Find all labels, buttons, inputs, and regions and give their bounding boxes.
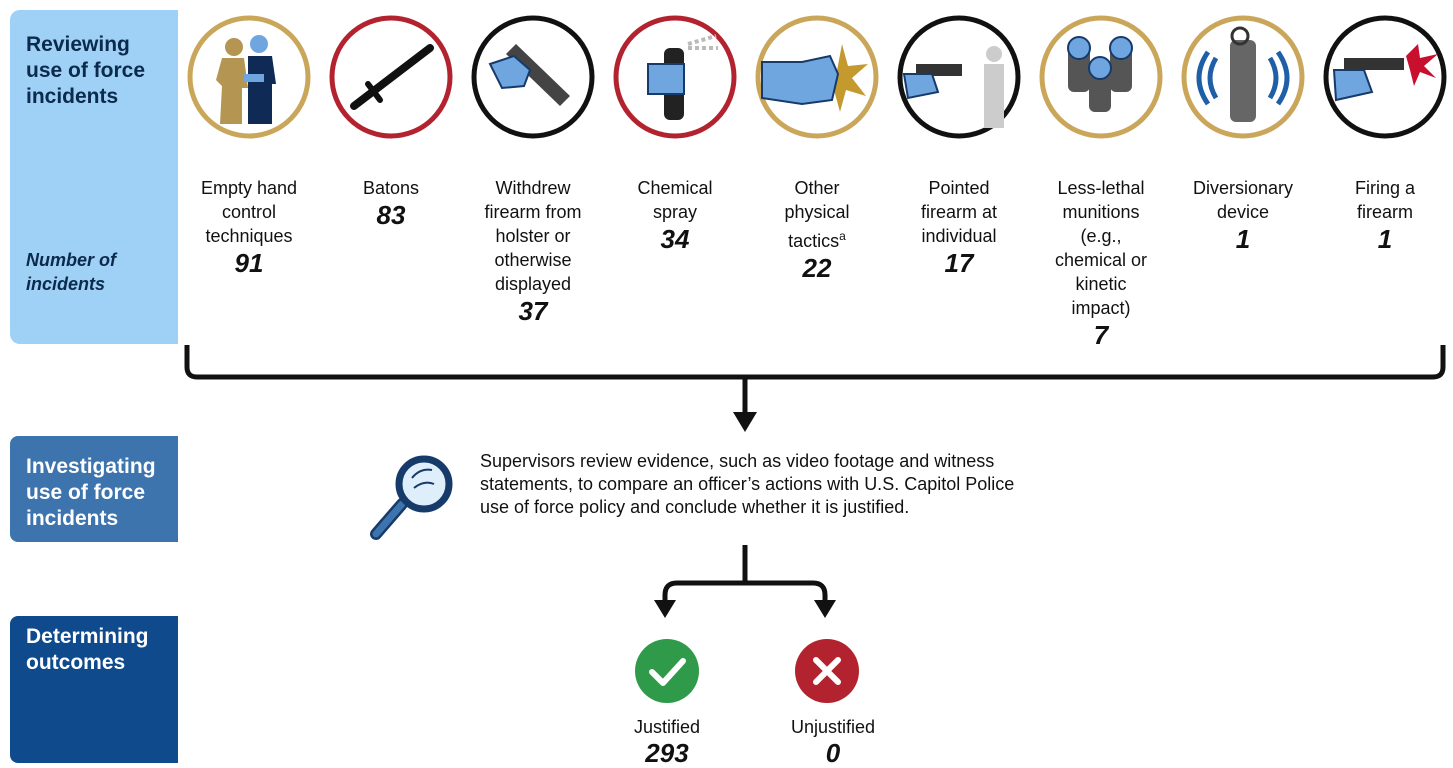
outcome-count: 0 xyxy=(825,738,841,768)
category-less-lethal: Less-lethal munitions (e.g., chemical or… xyxy=(1036,176,1166,350)
baton-icon xyxy=(329,15,453,139)
munitions-icon xyxy=(1039,15,1163,139)
bracket-connector xyxy=(184,345,1446,380)
category-count: 1 xyxy=(1377,224,1393,254)
firing-firearm-icon xyxy=(1323,15,1447,139)
category-withdrew-firearm: Withdrew firearm from holster or otherwi… xyxy=(468,176,598,326)
split-branch xyxy=(662,580,828,605)
officer-restraint-icon xyxy=(187,15,311,139)
category-empty-hand: Empty hand control techniques 91 xyxy=(184,176,314,278)
category-count: 22 xyxy=(802,253,832,283)
category-count: 91 xyxy=(234,248,264,278)
category-count: 83 xyxy=(376,200,406,230)
holstered-firearm-icon xyxy=(471,15,595,139)
category-label: Other physical tactics xyxy=(784,178,850,251)
category-diversionary: Diversionary device 1 xyxy=(1178,176,1308,254)
x-icon xyxy=(795,639,859,703)
investigation-description: Supervisors review evidence, such as vid… xyxy=(480,451,1015,517)
chemical-spray-icon xyxy=(613,15,737,139)
left-arrow-head xyxy=(654,600,676,618)
stage-reviewing-subtitle: Number of incidents xyxy=(26,250,116,294)
fist-strike-icon xyxy=(755,15,879,139)
stage-determining: Determining outcomes xyxy=(10,616,178,763)
diversionary-device-icon xyxy=(1181,15,1305,139)
category-label: Chemical spray xyxy=(637,178,713,222)
category-batons: Batons 83 xyxy=(326,176,456,230)
category-label-wrap: Other physical tacticsa xyxy=(767,176,867,253)
outcome-label: Justified xyxy=(633,717,701,737)
stage-reviewing: Reviewing use of force incidents Number … xyxy=(10,10,178,344)
category-label: Less-lethal munitions (e.g., chemical or… xyxy=(1054,178,1148,318)
category-chemical-spray: Chemical spray 34 xyxy=(610,176,740,254)
stage-investigating-title: Investigating use of force incidents xyxy=(26,455,156,530)
category-label: Empty hand control techniques xyxy=(200,178,298,246)
pointed-firearm-icon xyxy=(897,15,1021,139)
stage-investigating: Investigating use of force incidents xyxy=(10,436,178,542)
right-arrow-head xyxy=(814,600,836,618)
stage-determining-title: Determining outcomes xyxy=(26,625,149,674)
category-other-physical: Other physical tacticsa 22 xyxy=(752,176,882,283)
outcome-justified: Justified 293 xyxy=(607,716,727,768)
outcome-label: Unjustified xyxy=(790,717,876,737)
category-label: Batons xyxy=(362,178,420,198)
check-icon xyxy=(635,639,699,703)
magnifying-glass-icon xyxy=(370,455,453,540)
footnote-marker: a xyxy=(839,229,846,243)
outcome-count: 293 xyxy=(645,738,689,768)
outcome-unjustified: Unjustified 0 xyxy=(773,716,893,768)
category-label: Withdrew firearm from holster or otherwi… xyxy=(484,178,582,294)
category-label: Diversionary device xyxy=(1192,178,1294,222)
category-count: 37 xyxy=(518,296,548,326)
category-pointed-firearm: Pointed firearm at individual 17 xyxy=(894,176,1024,278)
stage-reviewing-title: Reviewing use of force incidents xyxy=(26,33,146,108)
category-count: 1 xyxy=(1235,224,1251,254)
category-label: Pointed firearm at individual xyxy=(920,178,998,246)
down-arrow-head xyxy=(733,412,757,432)
category-count: 7 xyxy=(1093,320,1109,350)
category-firing-firearm: Firing a firearm 1 xyxy=(1320,176,1450,254)
category-count: 34 xyxy=(660,224,690,254)
category-label: Firing a firearm xyxy=(1354,178,1416,222)
category-count: 17 xyxy=(944,248,974,278)
